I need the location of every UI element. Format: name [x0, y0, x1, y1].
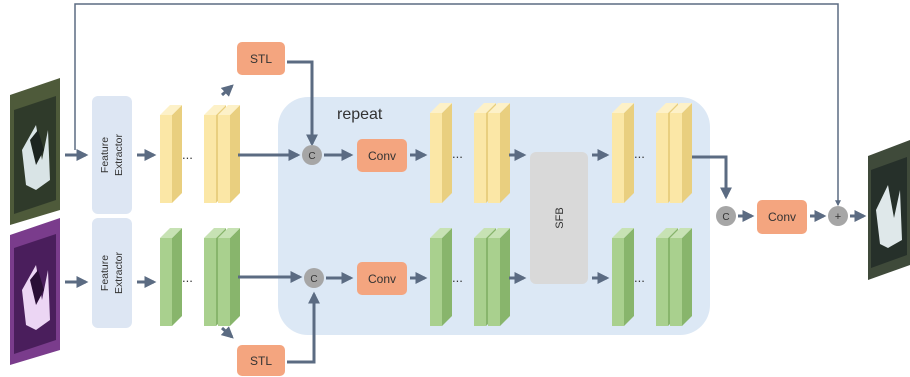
svg-text:Conv: Conv	[368, 149, 396, 163]
svg-text:Feature: Feature	[99, 255, 111, 291]
feature-slab-top	[474, 103, 496, 113]
ellipsis-label: ...	[634, 270, 645, 285]
feature-slab-side	[624, 228, 634, 326]
svg-text:Extractor: Extractor	[113, 133, 125, 176]
feature-slab	[218, 115, 230, 203]
feature-slab-side	[230, 228, 240, 326]
svg-text:Feature: Feature	[99, 137, 111, 173]
feature-slab-side	[500, 103, 510, 203]
feature-slab-side	[172, 105, 182, 203]
arrow-stl-bottom-to-concat	[287, 291, 320, 364]
feature-slab	[160, 238, 172, 326]
skip-connection	[74, 3, 841, 207]
repeat-label: repeat	[337, 106, 383, 123]
feature-slab-top	[430, 228, 452, 238]
sfb-block: SFB	[530, 152, 588, 284]
ellipsis-label: ...	[182, 270, 193, 285]
feature-slab	[160, 115, 172, 203]
feature-slab-side	[624, 103, 634, 203]
feature-slab	[488, 238, 500, 326]
svg-text:STL: STL	[250, 354, 272, 368]
svg-text:STL: STL	[250, 52, 272, 66]
feature-slab	[670, 238, 682, 326]
feature-slab-top	[204, 228, 226, 238]
conv-block-top: Conv	[357, 139, 407, 172]
feature-slab	[656, 238, 668, 326]
svg-text:+: +	[835, 211, 841, 223]
feature-slab	[430, 238, 442, 326]
feature-slab-top	[204, 105, 226, 115]
feature-slab-top	[218, 105, 240, 115]
input-image-bottom	[10, 218, 60, 365]
feature-slab-top	[656, 228, 678, 238]
ellipsis-label: ...	[452, 146, 463, 161]
stl-block-bottom: STL	[237, 345, 285, 376]
svg-text:SFB: SFB	[554, 207, 566, 228]
feature-slab	[474, 238, 486, 326]
feature-slab-top	[160, 228, 182, 238]
input-image-top	[10, 78, 60, 225]
feature-slab-top	[488, 228, 510, 238]
concat-node-bottom: C	[304, 268, 324, 288]
feature-slab-top	[488, 103, 510, 113]
feature-slab	[656, 113, 668, 203]
feature-slab-side	[442, 103, 452, 203]
feature-slab-side	[682, 228, 692, 326]
svg-text:C: C	[310, 274, 317, 285]
feature-slab-side	[500, 228, 510, 326]
feature-slab-top	[218, 228, 240, 238]
feature-extractor-top: Feature Extractor	[92, 96, 132, 214]
ellipsis-label: ...	[182, 147, 193, 162]
feature-slab	[474, 113, 486, 203]
svg-text:Conv: Conv	[368, 272, 396, 286]
feature-stack-top-1: ...	[160, 105, 240, 203]
feature-slab-top	[670, 228, 692, 238]
feature-slab	[488, 113, 500, 203]
feature-slab-side	[230, 105, 240, 203]
feature-slab	[204, 115, 216, 203]
arrow-stack-to-final-concat	[692, 155, 732, 200]
feature-slab	[430, 113, 442, 203]
feature-slab-top	[612, 228, 634, 238]
conv-block-final: Conv	[757, 200, 807, 234]
stl-block-top: STL	[237, 42, 285, 75]
feature-slab-top	[656, 103, 678, 113]
concat-node-top: C	[302, 145, 322, 165]
feature-slab	[612, 113, 624, 203]
feature-stack-top-2: ...	[430, 103, 510, 203]
feature-slab-top	[160, 105, 182, 115]
add-node: +	[828, 206, 848, 226]
arrow-stl-top-to-concat	[287, 60, 318, 147]
feature-stack-bottom-2: ...	[430, 228, 510, 326]
concat-node-final: C	[716, 206, 736, 226]
feature-slab	[218, 238, 230, 326]
feature-slab-side	[172, 228, 182, 326]
svg-text:Extractor: Extractor	[113, 251, 125, 294]
svg-text:Conv: Conv	[768, 210, 796, 224]
feature-stack-bottom-3: ...	[612, 228, 692, 326]
feature-slab-side	[442, 228, 452, 326]
svg-text:C: C	[722, 212, 729, 223]
feature-slab-side	[682, 103, 692, 203]
feature-slab-top	[670, 103, 692, 113]
conv-block-bottom: Conv	[357, 262, 407, 295]
feature-slab	[670, 113, 682, 203]
feature-slab-top	[612, 103, 634, 113]
svg-text:C: C	[308, 151, 315, 162]
arrow-to-stl-top	[220, 84, 234, 97]
feature-extractor-bottom: Feature Extractor	[92, 218, 132, 328]
feature-stack-bottom-1: ...	[160, 228, 240, 326]
feature-slab	[612, 238, 624, 326]
feature-slab-top	[474, 228, 496, 238]
feature-stack-top-3: ...	[612, 103, 692, 203]
ellipsis-label: ...	[452, 270, 463, 285]
ellipsis-label: ...	[634, 146, 645, 161]
arrow-to-stl-bottom	[220, 326, 234, 339]
feature-slab	[204, 238, 216, 326]
output-image	[868, 140, 910, 280]
feature-slab-top	[430, 103, 452, 113]
